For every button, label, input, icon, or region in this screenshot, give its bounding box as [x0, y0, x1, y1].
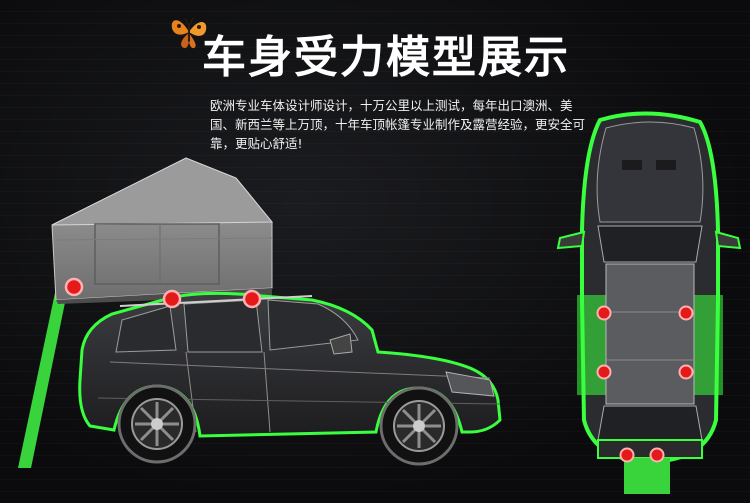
stress-point-icon: [596, 364, 612, 380]
stress-point-icon: [619, 447, 635, 463]
stress-point-icon: [596, 305, 612, 321]
butterfly-icon: [171, 17, 207, 49]
ladder-icon: [18, 288, 68, 468]
top-view-car: [556, 111, 742, 494]
stress-point-icon: [678, 305, 694, 321]
stress-point-icon: [162, 289, 182, 309]
front-wheel-icon: [379, 386, 459, 466]
stress-point-icon: [64, 277, 84, 297]
side-view-car: [18, 157, 502, 468]
product-description: 欧洲专业车体设计师设计，十万公里以上测试，每年出口澳洲、美国、新西兰等上万顶，十…: [210, 98, 586, 151]
rear-wheel-icon: [117, 384, 197, 464]
ladder-icon: [624, 458, 670, 494]
stress-point-icon: [242, 289, 262, 309]
page-title: 车身受力模型展示: [202, 32, 570, 83]
stress-point-icon: [649, 447, 665, 463]
stress-point-icon: [678, 364, 694, 380]
roof-tent-icon: [51, 157, 274, 304]
